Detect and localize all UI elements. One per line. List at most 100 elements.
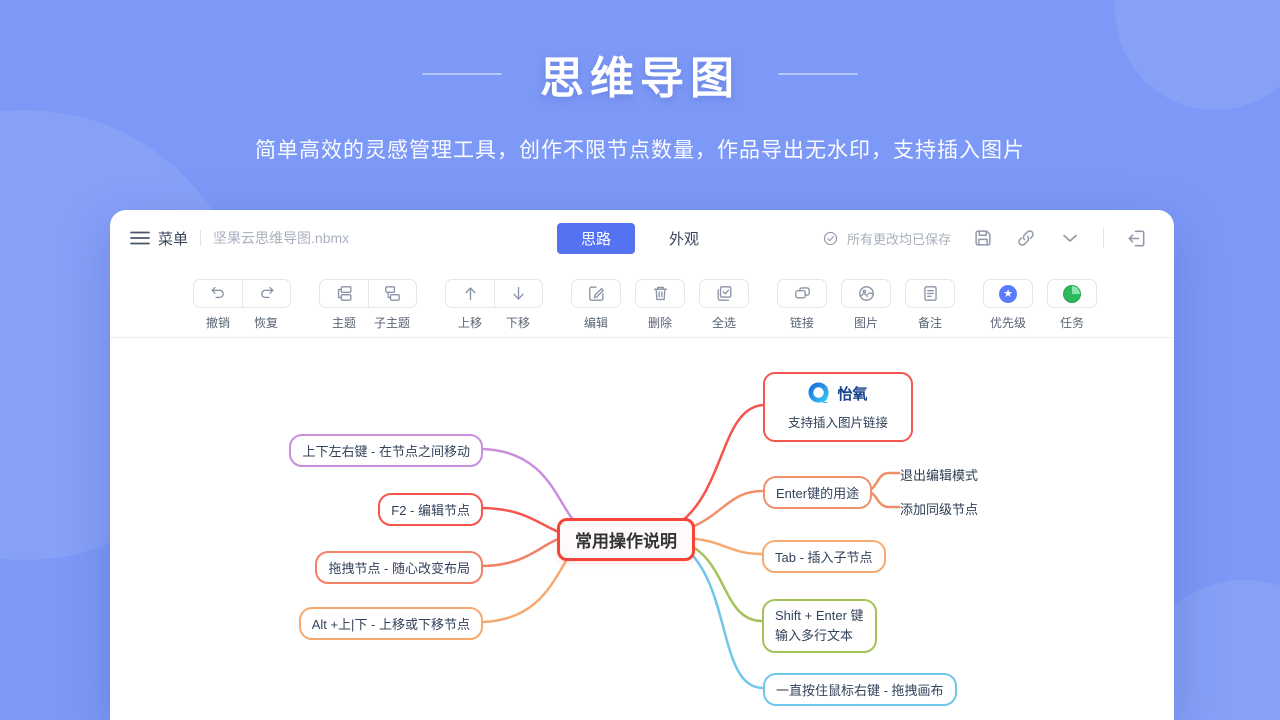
task-label: 任务 (1059, 316, 1084, 330)
link-button[interactable] (778, 280, 826, 307)
subtopic-icon (385, 286, 400, 301)
move-up-button[interactable] (446, 280, 494, 307)
select-all-label: 全选 (711, 316, 736, 330)
toolgroup-link: 链接 (777, 279, 827, 331)
subtopic-label: 子主题 (373, 316, 410, 330)
mode-tabs: 思路 外观 (557, 210, 699, 266)
edit-icon (588, 286, 604, 301)
filename[interactable]: 坚果云思维导图.nbmx (213, 230, 350, 246)
brand-caption: 支持插入图片链接 (787, 416, 888, 430)
redo-button[interactable] (242, 280, 290, 307)
mindmap-child-exit-edit[interactable]: 退出编辑模式 (900, 468, 979, 483)
save-button[interactable] (972, 227, 994, 249)
topic-label: 主题 (331, 316, 356, 330)
image-icon (858, 286, 874, 301)
o2-logo-icon: 2 (808, 382, 830, 405)
delete-label: 删除 (647, 316, 672, 330)
toolgroup-note: 备注 (905, 279, 955, 331)
task-button[interactable] (1048, 280, 1096, 307)
toolgroup-history: 撤销 恢复 (193, 279, 291, 331)
app-window: 菜单 坚果云思维导图.nbmx 思路 外观 所有更改均已保存 (110, 210, 1174, 720)
mindmap-node-alt-move[interactable]: Alt +上|下 - 上移或下移节点 (298, 607, 483, 640)
hamburger-icon (130, 231, 150, 245)
arrow-up-icon (464, 287, 476, 301)
mindmap-node-brand[interactable]: 2 怡氧 支持插入图片链接 (763, 372, 913, 442)
menu-button[interactable]: 菜单 (130, 228, 188, 249)
mindmap-root-node[interactable]: 常用操作说明 (557, 518, 695, 561)
priority-star-icon: ★ (999, 284, 1017, 303)
brand-name: 怡氧 (837, 386, 868, 403)
redo-label: 恢复 (253, 316, 278, 330)
toolgroup-edit: 编辑 (571, 279, 621, 331)
page-title: 思维导图 (540, 54, 740, 103)
trash-icon (653, 286, 667, 301)
title-divider-left (422, 73, 502, 75)
toolgroup-priority: ★ 优先级 (983, 279, 1033, 331)
more-dropdown-button[interactable] (1058, 226, 1082, 250)
move-down-label: 下移 (505, 316, 530, 330)
tab-appearance[interactable]: 外观 (669, 228, 699, 249)
move-up-label: 上移 (457, 316, 482, 330)
save-status-text: 所有更改均已保存 (846, 231, 951, 247)
topic-icon (337, 286, 352, 301)
delete-button[interactable] (636, 280, 684, 307)
mindmap-node-tab-insert[interactable]: Tab - 插入子节点 (762, 540, 886, 573)
chevron-down-icon (1063, 234, 1077, 242)
add-topic-button[interactable] (320, 280, 368, 307)
image-label: 图片 (853, 316, 878, 330)
edit-button[interactable] (572, 280, 620, 307)
move-down-button[interactable] (494, 280, 542, 307)
arrow-down-icon (513, 286, 524, 300)
mindmap-canvas[interactable]: 常用操作说明 上下左右键 - 在节点之间移动 F2 - 编辑节点 拖拽节点 - … (110, 337, 1174, 720)
title-divider-right (778, 73, 858, 75)
mindmap-node-arrow-keys[interactable]: 上下左右键 - 在节点之间移动 (289, 434, 483, 467)
link-label: 链接 (789, 316, 814, 330)
mindmap-node-shift-enter[interactable]: Shift + Enter 键 输入多行文本 (762, 599, 877, 654)
undo-icon (210, 286, 224, 299)
topbar-divider-right (1103, 228, 1104, 248)
save-icon (975, 230, 991, 246)
shift-enter-line1: Shift + Enter 键 (775, 608, 864, 623)
mindmap-child-add-sibling[interactable]: 添加同级节点 (900, 502, 979, 517)
toolgroup-task: 任务 (1047, 279, 1097, 331)
priority-label: 优先级 (989, 316, 1026, 330)
share-link-button[interactable] (1015, 227, 1037, 249)
priority-button[interactable]: ★ (984, 280, 1032, 307)
select-all-icon (716, 286, 732, 301)
toolgroup-select-all: 全选 (699, 279, 749, 331)
toolgroup-delete: 删除 (635, 279, 685, 331)
toolgroup-image: 图片 (841, 279, 891, 331)
toolgroup-move: 上移 下移 (445, 279, 543, 331)
link-icon (1018, 230, 1034, 246)
mindmap-node-drag-layout[interactable]: 拖拽节点 - 随心改变布局 (315, 551, 483, 584)
toolbar: 撤销 恢复 主题 子主题 (110, 266, 1174, 337)
mindmap-node-right-drag-canvas[interactable]: 一直按住鼠标右键 - 拖拽画布 (763, 673, 957, 706)
topbar-divider (200, 230, 202, 246)
check-circle-icon (823, 231, 838, 245)
topbar: 菜单 坚果云思维导图.nbmx 思路 外观 所有更改均已保存 (110, 210, 1174, 266)
shift-enter-line2: 输入多行文本 (775, 628, 854, 644)
undo-button[interactable] (194, 280, 242, 307)
undo-label: 撤销 (205, 316, 230, 330)
toolgroup-topics: 主题 子主题 (319, 279, 417, 331)
menu-label: 菜单 (158, 230, 189, 248)
tab-outline[interactable]: 思路 (557, 222, 636, 254)
image-button[interactable] (842, 280, 890, 307)
page-subtitle: 简单高效的灵感管理工具，创作不限节点数量，作品导出无水印，支持插入图片 (255, 139, 1025, 162)
exit-icon (1128, 230, 1145, 246)
note-label: 备注 (917, 316, 942, 330)
hero-section: 思维导图 简单高效的灵感管理工具，创作不限节点数量，作品导出无水印，支持插入图片 (0, 0, 1280, 164)
edit-label: 编辑 (583, 316, 608, 330)
mindmap-node-enter-key[interactable]: Enter键的用途 (763, 476, 873, 509)
chain-link-icon (794, 287, 810, 299)
select-all-button[interactable] (700, 280, 748, 307)
task-progress-icon (1063, 284, 1081, 303)
add-subtopic-button[interactable] (368, 280, 416, 307)
save-status: 所有更改均已保存 (822, 229, 951, 248)
note-icon (923, 286, 937, 301)
svg-text:2: 2 (823, 395, 828, 405)
redo-icon (261, 286, 274, 299)
note-button[interactable] (906, 280, 954, 307)
exit-button[interactable] (1125, 227, 1148, 250)
mindmap-node-f2-edit[interactable]: F2 - 编辑节点 (378, 493, 483, 526)
